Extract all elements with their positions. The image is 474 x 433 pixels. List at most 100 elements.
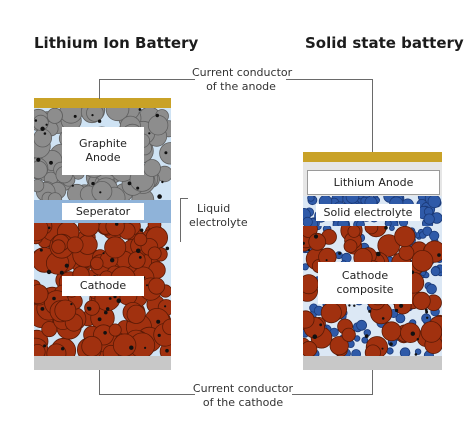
solid-electrolyte-particles-particle: [345, 196, 360, 204]
solid-electrolyte-label: Solid electrolyte: [316, 204, 420, 221]
li-ion-cathode-particles-particle: [133, 232, 148, 247]
graphite-anode-particles-ion-dot: [148, 132, 151, 135]
composite-red-particles-ion-dot: [368, 309, 372, 313]
composite-red-particles-ion-dot: [312, 334, 318, 340]
composite-red-particles-ion-dot: [364, 334, 369, 338]
graphite-anode-particles-particle: [34, 128, 52, 148]
composite-blue-particles-particle: [399, 347, 411, 356]
composite-red-particles-ion-dot: [437, 253, 441, 257]
li-ion-cathode-particles-ion-dot: [129, 345, 134, 350]
composite-blue-particles-particle: [361, 336, 369, 344]
li-ion-cathode-particles-ion-dot: [156, 319, 161, 324]
li-ion-cathode-particles-ion-dot: [103, 331, 107, 335]
graphite-anode-particles-ion-dot: [155, 113, 159, 118]
li-ion-cathode-particles-ion-dot: [87, 306, 92, 311]
li-ion-cathode-particles-ion-dot: [104, 310, 108, 315]
li-ion-cathode-particles-ion-dot: [115, 223, 119, 226]
li-ion-cathode-particles-particle: [108, 323, 122, 337]
composite-red-particles-ion-dot: [325, 259, 328, 262]
graphite-anode-particles-ion-dot: [73, 114, 77, 118]
graphite-anode-particles-particle: [34, 160, 48, 179]
li-ion-cathode-particles-ion-dot: [64, 263, 69, 268]
graphite-anode-particles-ion-dot: [157, 194, 162, 199]
li-ion-cathode-particles-ion-dot: [43, 344, 47, 348]
graphite-anode-particles-ion-dot: [45, 123, 48, 126]
li-ion-cathode-particles-particle: [34, 344, 46, 356]
li-ion-cathode-particles-particle: [128, 251, 146, 269]
li-ion-cathode-particles-ion-dot: [146, 284, 148, 287]
composite-red-particles-particle: [411, 249, 434, 272]
li-ion-cathode-particles-particle: [34, 284, 49, 305]
li-ion-cathode-particles-ion-dot: [59, 270, 64, 275]
graphite-anode-particles-particle: [147, 114, 169, 136]
liquid-electrolyte-label-line1: Liquid: [197, 202, 231, 215]
anode-conductor-label-line1: Current conductor: [192, 66, 293, 79]
liquid-electrolyte-label-line2: electrolyte: [189, 216, 248, 229]
lithium-anode-label: Lithium Anode: [307, 170, 440, 195]
li-ion-cathode-particles-ion-dot: [52, 296, 56, 301]
li-ion-cathode-particles-particle: [41, 321, 58, 338]
anode-conductor-label-line2: of the anode: [206, 80, 276, 93]
composite-red-particles-particle: [364, 226, 379, 235]
li-ion-cathode-particles-particle: [54, 299, 77, 322]
separator-label: Seperator: [62, 203, 144, 220]
li-ion-title: Lithium Ion Battery: [34, 34, 199, 52]
li-ion-cathode-particles-particle: [46, 343, 67, 356]
composite-red-particles-particle: [343, 239, 358, 254]
composite-blue-particles-particle: [426, 283, 437, 295]
graphite-anode-particles-particle: [143, 159, 161, 177]
li-ion-cathode-particles-ion-dot: [39, 248, 43, 252]
composite-blue-particles-particle: [356, 319, 368, 331]
graphite-anode-particles-particle: [46, 108, 63, 124]
li-ion-cathode-collector: [34, 356, 171, 370]
graphite-anode-particles-ion-dot: [136, 186, 140, 190]
composite-red-particles-ion-dot: [381, 347, 384, 350]
composite-blue-particles-particle: [422, 226, 433, 237]
li-ion-cathode-particles-particle: [104, 236, 127, 259]
cathode-conductor-line-left-horizontal: [99, 394, 195, 395]
graphite-anode-particles-ion-dot: [49, 160, 53, 165]
anode-conductor-line-right-vertical: [372, 79, 373, 152]
composite-red-particles-particle: [364, 344, 381, 356]
composite-red-particles-particle: [341, 327, 356, 342]
li-ion-cathode-particles-particle: [90, 256, 104, 271]
graphite-anode-label-line1: Graphite: [79, 137, 127, 150]
composite-red-particles-particle: [303, 310, 315, 329]
cathode-composite-label: Cathode composite: [318, 262, 412, 304]
composite-red-particles-ion-dot: [414, 353, 418, 356]
solid-electrolyte-particles-particle: [384, 220, 392, 226]
graphite-anode-particles-particle: [86, 108, 104, 122]
graphite-anode-particles-ion-dot: [99, 191, 102, 194]
li-ion-anode-collector: [34, 98, 171, 108]
composite-red-particles-ion-dot: [348, 304, 351, 307]
li-ion-cathode-particles-particle: [112, 333, 137, 356]
graphite-anode-particles-ion-dot: [71, 184, 74, 187]
graphite-anode-particles-particle: [105, 108, 130, 122]
li-ion-cathode-particles-ion-dot: [138, 256, 142, 259]
graphite-anode-particles-particle: [34, 114, 49, 131]
li-ion-cathode-particles-ion-dot: [116, 298, 122, 304]
composite-red-particles-particle: [394, 226, 416, 248]
solid-state-title: Solid state battery: [305, 34, 464, 52]
li-ion-cathode-particles-ion-dot: [136, 248, 141, 254]
composite-red-particles-ion-dot: [303, 241, 305, 245]
li-ion-cathode-particles-particle: [147, 246, 162, 261]
anode-conductor-label: Current conductor of the anode: [192, 66, 293, 94]
liquid-electrolyte-label: Liquid electrolyte: [189, 202, 259, 230]
li-ion-cathode-particles-ion-dot: [157, 333, 161, 337]
graphite-anode-particles-ion-dot: [138, 108, 142, 111]
composite-red-particles-particle: [398, 244, 415, 261]
cathode-composite-label-line1: Cathode: [341, 269, 389, 282]
composite-blue-particles-particle: [351, 349, 361, 356]
li-ion-cathode-particles-particle: [78, 223, 100, 237]
graphite-anode-particles-ion-dot: [43, 132, 47, 135]
anode-conductor-line-right-horizontal: [286, 79, 373, 80]
li-ion-cathode-particles-ion-dot: [108, 297, 112, 300]
cathode-conductor-line-right-horizontal: [292, 394, 373, 395]
li-ion-cathode-particles-particle: [84, 300, 100, 316]
composite-red-particles-ion-dot: [410, 331, 415, 336]
composite-red-particles-ion-dot: [399, 303, 404, 308]
cathode-composite-label-line2: composite: [336, 283, 394, 296]
composite-red-particles-ion-dot: [338, 251, 342, 255]
graphite-anode-particles-particle: [47, 192, 63, 200]
